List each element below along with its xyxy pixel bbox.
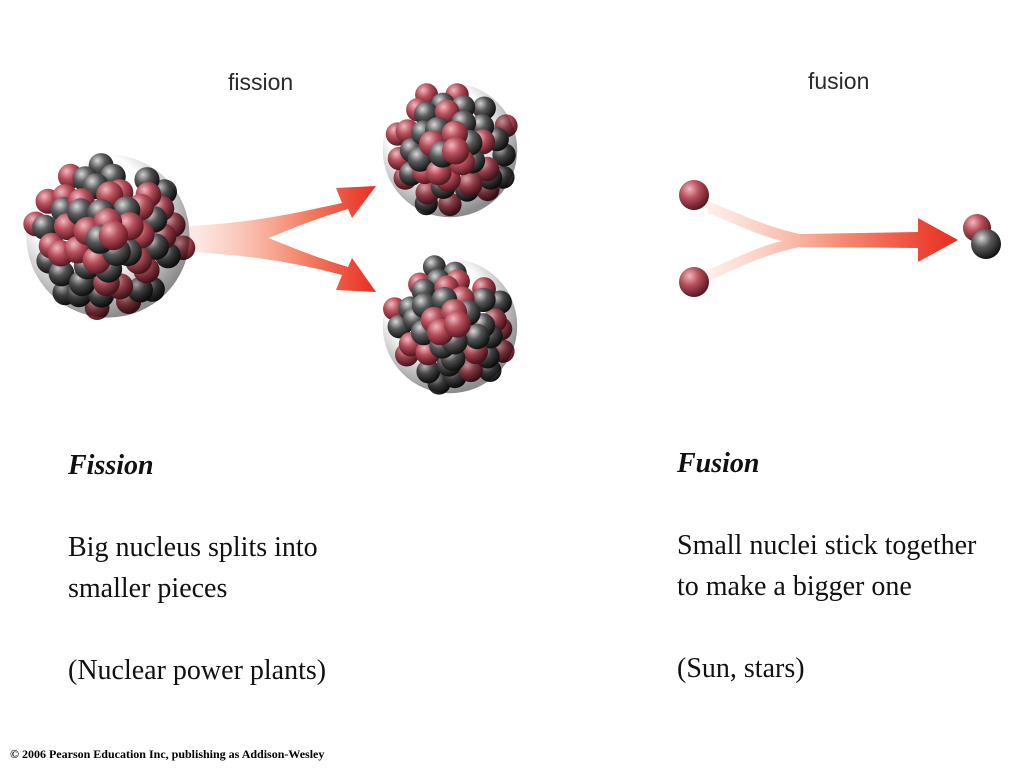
fusion-diagram-label: fusion: [808, 68, 869, 94]
fusion-description: Small nuclei stick together to make a bi…: [677, 530, 977, 602]
fission-product-nucleus-bottom: [382, 255, 518, 395]
nucleus-shading: [382, 82, 518, 218]
large-nucleus: [23, 153, 196, 320]
small-nucleus-bottom: [679, 267, 709, 297]
fission-example: (Nuclear power plants): [68, 655, 327, 686]
fission-heading: Fission: [68, 450, 154, 481]
fission-split-arrow: [190, 186, 376, 292]
nuclei-layer: [23, 82, 1001, 395]
fused-nucleus-neutron: [971, 229, 1001, 259]
nucleus-shading: [382, 258, 518, 394]
fusion-explanation: Fusion Small nuclei stick together to ma…: [677, 443, 977, 689]
fission-product-nucleus-top: [382, 82, 518, 218]
fusion-example: (Sun, stars): [677, 653, 805, 684]
small-nucleus-top: [679, 180, 709, 210]
fission-explanation: Fission Big nucleus splits into smaller …: [68, 445, 398, 691]
fusion-nuclei: [679, 180, 1001, 297]
fusion-heading: Fusion: [677, 448, 760, 479]
fission-description: Big nucleus splits into smaller pieces: [68, 532, 318, 604]
fission-diagram-label: fission: [228, 69, 293, 95]
nucleus-shading: [26, 154, 190, 318]
copyright-notice: © 2006 Pearson Education Inc, publishing…: [10, 747, 325, 761]
fusion-merge-arrow: [705, 200, 958, 283]
fission-fusion-diagram: fission fusion: [23, 68, 1001, 395]
